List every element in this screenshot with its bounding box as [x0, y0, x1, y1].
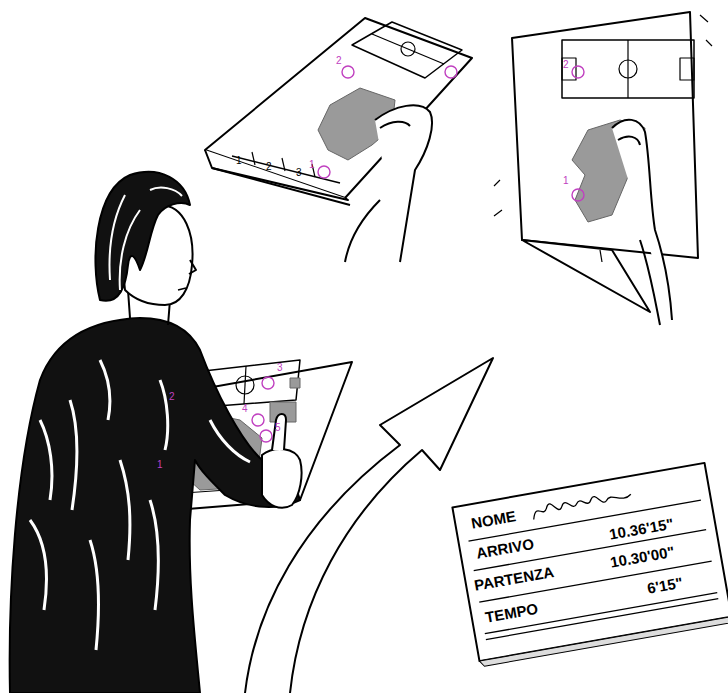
callout-number: 3	[296, 168, 302, 178]
callout-number: 2	[169, 392, 175, 402]
callout-number: 2	[266, 162, 272, 172]
callout-number: 1	[563, 176, 569, 186]
boy-figure	[10, 172, 302, 693]
callout-number: 1	[309, 160, 315, 170]
callout-number: 1	[236, 156, 242, 166]
control-card	[452, 462, 728, 667]
callout-number: 2	[563, 60, 569, 70]
callout-number: 1	[157, 460, 163, 470]
callout-number: 5	[275, 423, 281, 433]
callout-number: 3	[277, 363, 283, 373]
folded-map	[205, 18, 472, 262]
callout-number: 2	[336, 56, 342, 66]
callout-number: 4	[242, 404, 248, 414]
folded-map	[494, 12, 712, 325]
